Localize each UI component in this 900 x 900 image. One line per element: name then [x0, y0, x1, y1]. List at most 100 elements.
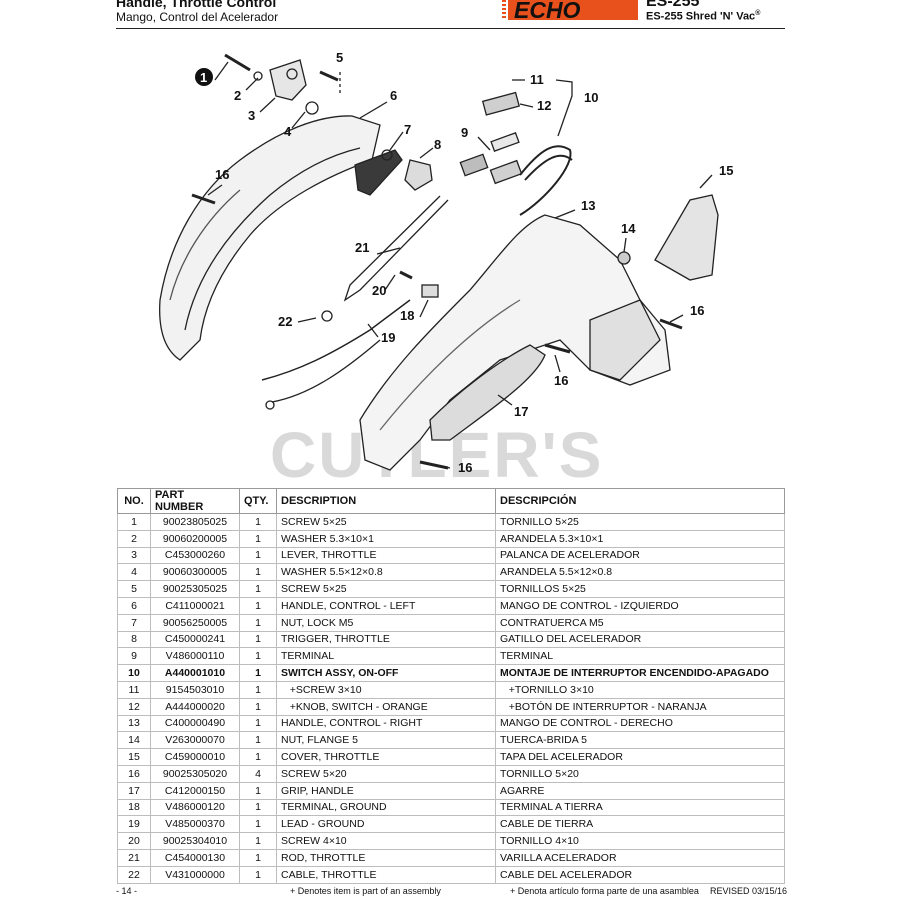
- footnote-english: + Denotes item is part of an assembly: [290, 886, 441, 896]
- callout-17: 17: [514, 404, 528, 419]
- cell-part-number: V486000120: [150, 798, 240, 817]
- cell-part-number: C450000241: [150, 630, 240, 649]
- cell-description: SWITCH ASSY, ON-OFF: [276, 664, 496, 682]
- cell-part-number: 90025305020: [150, 764, 240, 783]
- page-number: - 14 -: [116, 886, 138, 896]
- cell-qty: 1: [239, 647, 277, 666]
- callout-3: 3: [248, 108, 255, 123]
- cell-part-number: V431000000: [150, 865, 240, 884]
- cell-descripcion: TORNILLOS 5×25: [495, 580, 785, 598]
- callout-18: 18: [400, 308, 414, 323]
- cell-no: 12: [117, 697, 151, 716]
- cell-qty: 1: [239, 714, 277, 733]
- cell-part-number: 90060300005: [150, 563, 240, 582]
- cell-qty: 1: [239, 781, 277, 800]
- cell-description: NUT, LOCK M5: [276, 613, 496, 632]
- cell-descripcion: TUERCA-BRIDA 5: [495, 731, 785, 750]
- cell-no: 5: [117, 580, 151, 598]
- cell-part-number: C453000260: [150, 546, 240, 565]
- callout-16d: 16: [458, 460, 472, 475]
- cell-description: ROD, THROTTLE: [276, 848, 496, 867]
- cell-part-number: C411000021: [150, 596, 240, 615]
- cell-qty: 1: [239, 563, 277, 582]
- model-name: ES-255 Shred 'N' Vac®: [646, 10, 761, 23]
- cell-description: SCREW 5×20: [276, 764, 496, 783]
- cell-part-number: V486000110: [150, 647, 240, 666]
- callout-16b: 16: [690, 303, 704, 318]
- cell-descripcion: TORNILLO 5×20: [495, 764, 785, 783]
- cell-no: 22: [117, 865, 151, 884]
- cell-descripcion: +TORNILLO 3×10: [495, 680, 785, 699]
- cell-qty: 1: [239, 798, 277, 817]
- callout-4: 4: [284, 124, 292, 139]
- cell-qty: 4: [239, 764, 277, 783]
- table-header-row: NO. PART NUMBER QTY. DESCRIPTION DESCRIP…: [117, 488, 785, 514]
- cell-description: TRIGGER, THROTTLE: [276, 630, 496, 649]
- cell-descripcion: PALANCA DE ACELERADOR: [495, 546, 785, 565]
- header-rule: [116, 28, 785, 29]
- cell-description: +SCREW 3×10: [276, 680, 496, 699]
- col-header-descripcion: DESCRIPCIÓN: [495, 488, 785, 514]
- cell-descripcion: MANGO DE CONTROL - IZQUIERDO: [495, 596, 785, 615]
- cell-descripcion: MONTAJE DE INTERRUPTOR ENCENDIDO-APAGADO: [495, 664, 785, 682]
- cell-description: HANDLE, CONTROL - LEFT: [276, 596, 496, 615]
- cell-qty: 1: [239, 580, 277, 598]
- cell-descripcion: TERMINAL A TIERRA: [495, 798, 785, 817]
- cell-descripcion: ARANDELA 5.3×10×1: [495, 529, 785, 548]
- cell-part-number: V485000370: [150, 815, 240, 834]
- cell-qty: 1: [239, 865, 277, 884]
- callout-22: 22: [278, 314, 292, 329]
- callout-1: 1: [200, 70, 207, 85]
- callout-6: 6: [390, 88, 397, 103]
- cell-qty: 1: [239, 748, 277, 766]
- callout-9: 9: [461, 125, 468, 140]
- col-header-part-number: PART NUMBER: [150, 488, 240, 514]
- cell-part-number: 90056250005: [150, 613, 240, 632]
- cell-no: 20: [117, 832, 151, 850]
- cell-qty: 1: [239, 529, 277, 548]
- page-subtitle: Mango, Control del Acelerador: [116, 10, 279, 24]
- cell-part-number: C412000150: [150, 781, 240, 800]
- cell-no: 4: [117, 563, 151, 582]
- cell-description: SCREW 5×25: [276, 513, 496, 531]
- cell-description: WASHER 5.5×12×0.8: [276, 563, 496, 582]
- cell-description: LEAD - GROUND: [276, 815, 496, 834]
- page-title: Handle, Throttle Control: [116, 0, 277, 10]
- cell-descripcion: TORNILLO 5×25: [495, 513, 785, 531]
- callout-5: 5: [336, 50, 343, 65]
- cell-descripcion: CABLE DEL ACELERADOR: [495, 865, 785, 884]
- callout-20: 20: [372, 283, 386, 298]
- cell-description: HANDLE, CONTROL - RIGHT: [276, 714, 496, 733]
- exploded-parts-diagram: 1 2 3 4 5 6 7 8 9 10 11 12 13 14 15 16 1…: [159, 50, 733, 475]
- cell-no: 19: [117, 815, 151, 834]
- footnote-spanish: + Denota artículo forma parte de una asa…: [510, 886, 699, 896]
- cell-descripcion: TERMINAL: [495, 647, 785, 666]
- cell-part-number: 90060200005: [150, 529, 240, 548]
- callout-16a: 16: [215, 167, 229, 182]
- cell-descripcion: CABLE DE TIERRA: [495, 815, 785, 834]
- cell-descripcion: GATILLO DEL ACELERADOR: [495, 630, 785, 649]
- cell-qty: 1: [239, 832, 277, 850]
- cell-qty: 1: [239, 664, 277, 682]
- callout-8: 8: [434, 137, 441, 152]
- cell-descripcion: TAPA DEL ACELERADOR: [495, 748, 785, 766]
- cell-qty: 1: [239, 613, 277, 632]
- cell-descripcion: CONTRATUERCA M5: [495, 613, 785, 632]
- cell-no: 11: [117, 680, 151, 699]
- cell-no: 16: [117, 764, 151, 783]
- cell-description: SCREW 5×25: [276, 580, 496, 598]
- cell-no: 6: [117, 596, 151, 615]
